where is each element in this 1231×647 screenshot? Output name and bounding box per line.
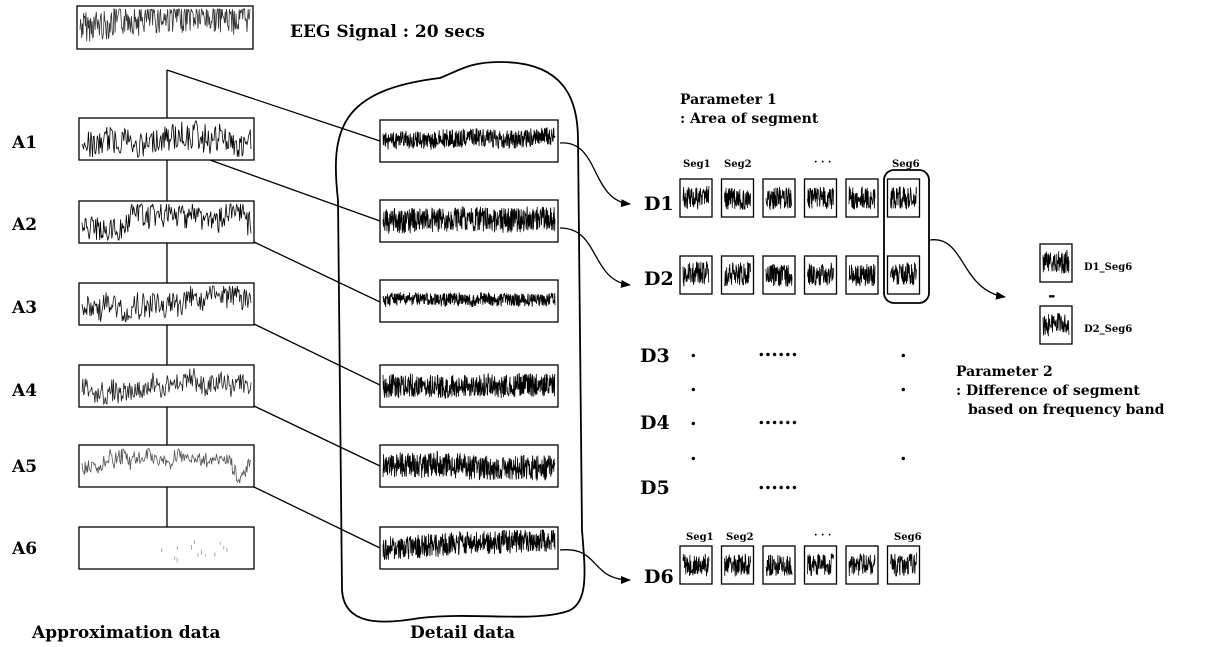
d6-seg5-box bbox=[845, 545, 879, 585]
label-d6: D6 bbox=[644, 566, 674, 588]
label-d4: D4 bbox=[640, 412, 670, 434]
approx-box-a4 bbox=[78, 364, 255, 408]
d2-seg3-box bbox=[762, 255, 796, 295]
detail-box-d4 bbox=[379, 364, 559, 408]
seg6-header: Seg6 bbox=[892, 159, 920, 170]
d6-seg1-box bbox=[679, 545, 713, 585]
approximation-column bbox=[78, 117, 255, 570]
detail-box-d3 bbox=[379, 279, 559, 323]
detail-box-d1 bbox=[379, 119, 559, 163]
vdot-left-2: . bbox=[690, 443, 697, 465]
label-a3: A3 bbox=[11, 298, 37, 318]
parameter1-desc: : Area of segment bbox=[680, 111, 819, 127]
seg2-header: Seg2 bbox=[724, 159, 752, 170]
segment-boxes bbox=[559, 142, 1006, 585]
seg-ellipsis-header: · · · bbox=[814, 157, 831, 168]
d6-seg4-box bbox=[803, 545, 838, 585]
d2-seg4-box bbox=[803, 255, 838, 295]
vdot-right-1: . bbox=[900, 374, 907, 396]
label-d1: D1 bbox=[644, 193, 674, 215]
d6-seg1-header: Seg1 bbox=[686, 532, 714, 543]
label-a2: A2 bbox=[11, 215, 37, 235]
label-a5: A5 bbox=[11, 457, 37, 477]
d6-seg2-box bbox=[720, 545, 755, 585]
seg6-selection-outline bbox=[883, 169, 930, 304]
approx-box-a6 bbox=[78, 526, 255, 570]
ellipsis-d3-mid: ...... bbox=[758, 339, 798, 361]
comparison-block bbox=[1039, 243, 1073, 345]
d6-seg3-box bbox=[762, 545, 796, 585]
d2-seg1-box bbox=[679, 255, 713, 295]
vdot-left-1: . bbox=[690, 374, 697, 396]
detail-column bbox=[335, 61, 586, 623]
approx-box-a5 bbox=[78, 444, 255, 488]
d6-seg6-box bbox=[886, 545, 921, 585]
detail-caption: Detail data bbox=[410, 623, 515, 643]
d1-seg1-box bbox=[679, 178, 713, 218]
parameter2-desc: : Difference of segment bbox=[956, 383, 1140, 399]
ellipsis-d4-left: . bbox=[690, 408, 697, 430]
label-d3: D3 bbox=[640, 345, 670, 367]
d2-seg5-box bbox=[845, 255, 879, 295]
label-d5: D5 bbox=[640, 477, 670, 499]
approx-box-a3 bbox=[78, 282, 255, 326]
label-d2: D2 bbox=[644, 268, 674, 290]
parameter2-title: Parameter 2 bbox=[956, 364, 1053, 380]
approx-box-a2 bbox=[78, 200, 255, 244]
label-a1: A1 bbox=[11, 133, 37, 153]
d6-seg-ellipsis-header: · · · bbox=[814, 530, 831, 541]
ellipsis-d5-mid: ...... bbox=[758, 472, 798, 494]
vdot-right-2: . bbox=[900, 443, 907, 465]
cmp-top-label: D1_Seg6 bbox=[1084, 262, 1132, 273]
d2-seg6-box bbox=[886, 255, 921, 295]
approx-box-a1 bbox=[78, 117, 255, 161]
d2-seg2-box bbox=[720, 255, 755, 295]
ellipsis-d4-mid: ...... bbox=[758, 407, 798, 429]
ellipsis-d3-right: . bbox=[900, 340, 907, 362]
d1-seg4-box bbox=[803, 178, 838, 218]
cmp-d1-seg6-box bbox=[1039, 243, 1073, 283]
detail-box-d6 bbox=[379, 526, 559, 570]
d6-seg6-header: Seg6 bbox=[894, 532, 922, 543]
eeg-signal-block bbox=[76, 5, 254, 50]
ellipsis-d3-left: . bbox=[690, 340, 697, 362]
d1-seg2-box bbox=[720, 178, 755, 218]
detail-box-d5 bbox=[379, 444, 559, 488]
eeg-signal-box bbox=[76, 5, 254, 50]
approximation-caption: Approximation data bbox=[31, 623, 221, 643]
cmp-d2-seg6-box bbox=[1039, 305, 1073, 345]
d1-seg3-box bbox=[762, 178, 796, 218]
d1-seg6-box bbox=[886, 178, 921, 218]
cmp-bottom-label: D2_Seg6 bbox=[1084, 324, 1132, 335]
parameter2-desc2: based on frequency band bbox=[968, 402, 1165, 418]
seg1-header: Seg1 bbox=[683, 159, 711, 170]
cmp-operator: - bbox=[1048, 285, 1055, 306]
label-a6: A6 bbox=[11, 539, 37, 559]
d1-seg5-box bbox=[845, 178, 879, 218]
d6-seg2-header: Seg2 bbox=[726, 532, 754, 543]
label-a4: A4 bbox=[11, 381, 37, 401]
eeg-title: EEG Signal : 20 secs bbox=[290, 22, 485, 42]
parameter1-title: Parameter 1 bbox=[680, 92, 777, 108]
detail-grouping-outline bbox=[335, 61, 586, 623]
detail-box-d2 bbox=[379, 199, 559, 243]
